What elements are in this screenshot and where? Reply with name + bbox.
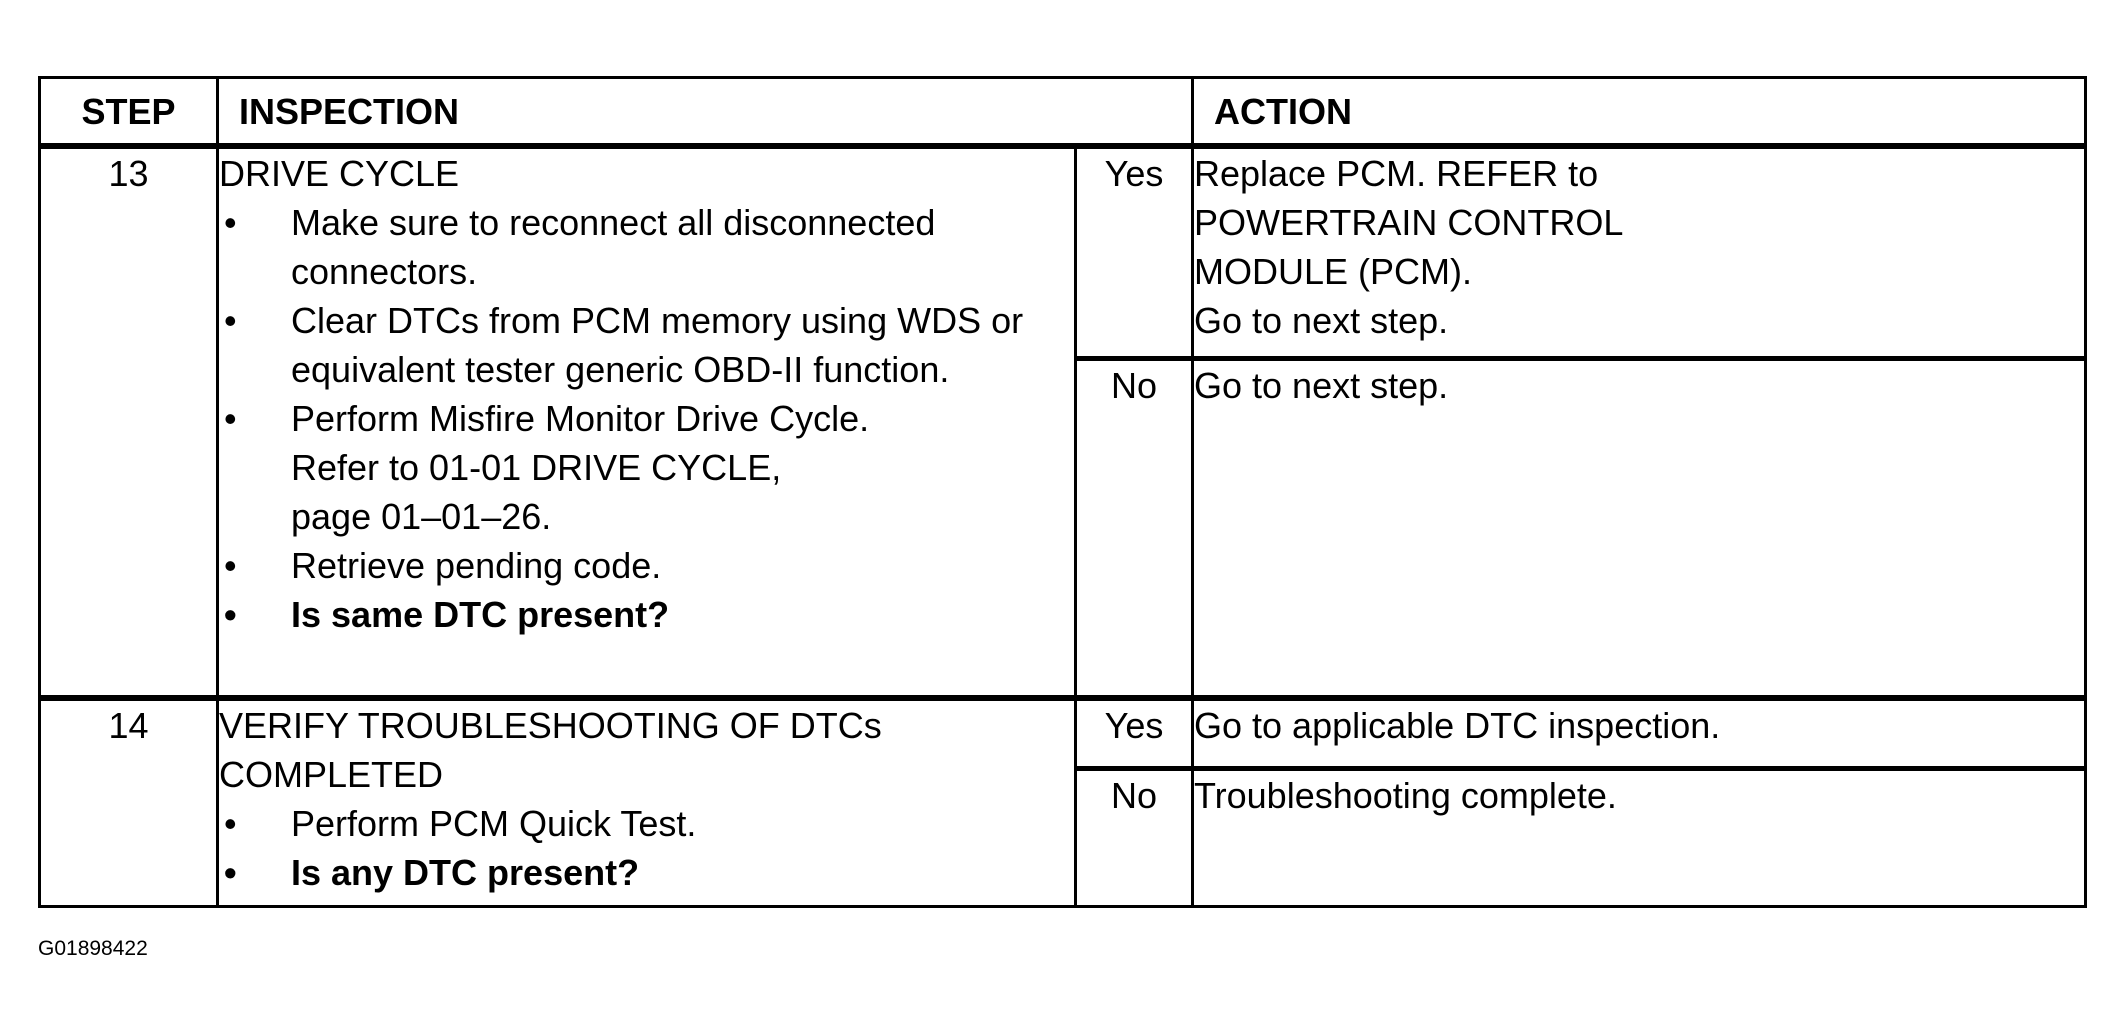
no-action: Go to next step. xyxy=(1191,355,2087,700)
inspection-title: VERIFY TROUBLESHOOTING OF DTCs COMPLETED xyxy=(219,705,882,795)
action-line: Go to next step. xyxy=(1194,300,1449,341)
bullet-question: Is any DTC present? xyxy=(219,848,1074,897)
bullet-line: Perform Misfire Monitor Drive Cycle. xyxy=(291,398,870,439)
header-action: ACTION xyxy=(1191,76,2087,148)
step-14-no-row: No Troubleshooting complete. xyxy=(40,765,2087,908)
bullet-line: page 01–01–26. xyxy=(291,496,552,537)
inspection-title: DRIVE CYCLE xyxy=(219,153,460,194)
yes-action: Go to applicable DTC inspection. xyxy=(1191,695,2087,770)
inspection-bullets: Perform PCM Quick Test. Is any DTC prese… xyxy=(219,799,1074,897)
step-number: 14 xyxy=(38,695,219,908)
bullet-item: Make sure to reconnect all disconnected … xyxy=(219,198,1074,296)
step-number: 13 xyxy=(38,143,219,700)
step-13-yes-row: 13 DRIVE CYCLE Make sure to reconnect al… xyxy=(38,143,2087,700)
bullet-item: Retrieve pending code. xyxy=(219,541,1074,590)
bullet-item: Perform PCM Quick Test. xyxy=(219,799,1074,848)
inspection-bullets: Make sure to reconnect all disconnected … xyxy=(219,198,1074,639)
bullet-item: Clear DTCs from PCM memory using WDS or … xyxy=(219,296,1074,394)
no-label: No xyxy=(1074,355,1194,700)
inspection-cell: DRIVE CYCLE Make sure to reconnect all d… xyxy=(216,143,1077,700)
step-14-yes-row: 14 VERIFY TROUBLESHOOTING OF DTCs COMPLE… xyxy=(38,695,2087,908)
figure-id: G01898422 xyxy=(38,937,148,960)
header-step: STEP xyxy=(38,76,219,148)
bullet-question: Is same DTC present? xyxy=(219,590,1074,639)
action-line: Replace PCM. REFER to xyxy=(1194,153,1599,194)
header-row: STEP INSPECTION ACTION xyxy=(38,76,2087,148)
yes-action: Replace PCM. REFER to POWERTRAIN CONTROL… xyxy=(1191,143,2087,360)
action-line: POWERTRAIN CONTROL xyxy=(1194,202,1624,243)
bullet-item: Perform Misfire Monitor Drive Cycle. Ref… xyxy=(219,394,1074,541)
no-label: No xyxy=(1074,765,1194,908)
header-inspection: INSPECTION xyxy=(216,76,1194,148)
inspection-cell: VERIFY TROUBLESHOOTING OF DTCs COMPLETED… xyxy=(216,695,1077,908)
no-action: Troubleshooting complete. xyxy=(1191,765,2087,908)
diagnostic-table: STEP INSPECTION ACTION 13 DRIVE CYCLE Ma… xyxy=(38,76,2087,908)
yes-label: Yes xyxy=(1074,143,1194,360)
yes-label: Yes xyxy=(1074,695,1194,770)
bullet-line: Refer to 01-01 DRIVE CYCLE, xyxy=(291,447,782,488)
step-13-no-row: No Go to next step. xyxy=(40,355,2087,700)
action-line: MODULE (PCM). xyxy=(1194,251,1472,292)
